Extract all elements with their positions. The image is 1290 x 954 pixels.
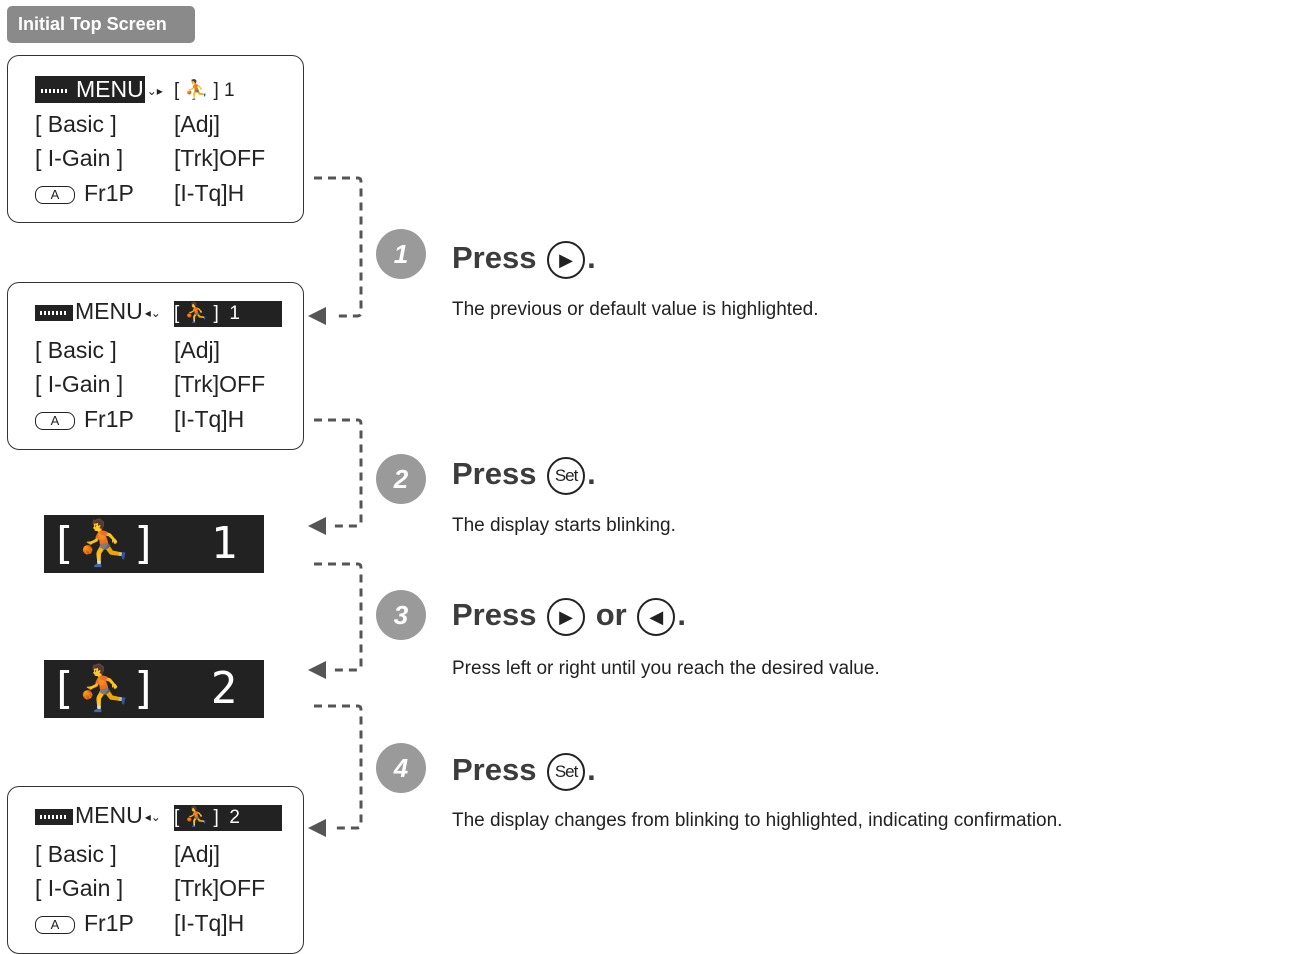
menu-row: MENU⌄▸ xyxy=(35,76,165,103)
igain-item: [ I-Gain ] xyxy=(35,371,124,397)
down-right-arrows-icon: ⌄▸ xyxy=(146,83,163,98)
menu-panel-initial: MENU⌄▸ [ ⛹ ] 1 [ Basic ] [Adj] [ I-Gain … xyxy=(7,55,304,223)
mode-a-badge: A xyxy=(35,185,75,204)
menu-panel-step1: MENU◂⌄ [ ⛹ ] 1 [ Basic ] [Adj] [ I-Gain … xyxy=(7,282,304,450)
step-2-number: 2 xyxy=(376,454,426,504)
igain-item: [ I-Gain ] xyxy=(35,145,124,171)
mode-a-badge: A xyxy=(35,411,75,430)
step-1-description: The previous or default value is highlig… xyxy=(452,299,819,320)
itq-item: [I-Tq]H xyxy=(174,180,245,206)
step-2-title: Press Set. xyxy=(452,456,596,495)
basic-item: [ Basic ] xyxy=(35,111,117,137)
trk-item: [Trk]OFF xyxy=(174,145,266,171)
step-4-title: Press Set. xyxy=(452,752,596,791)
igain-item: [ I-Gain ] xyxy=(35,875,124,901)
step-4-number: 4 xyxy=(376,743,426,793)
basic-item: [ Basic ] xyxy=(35,337,117,363)
right-button-icon: ▶ xyxy=(547,597,586,636)
lcd-display-value-2: [⛹] 2 xyxy=(44,660,264,718)
menu-label-highlighted: MENU xyxy=(35,76,145,103)
step-2-description: The display starts blinking. xyxy=(452,515,676,536)
step-1-number: 1 xyxy=(376,229,426,279)
itq-item: [I-Tq]H xyxy=(174,406,245,432)
set-button-icon: Set xyxy=(547,456,586,495)
basic-item: [ Basic ] xyxy=(35,841,117,867)
mode-a-badge: A xyxy=(35,915,75,934)
value-field-highlighted: [ ⛹ ] 1 xyxy=(174,301,282,327)
lcd-display-value-1: [⛹] 1 xyxy=(44,515,264,573)
menu-icon xyxy=(35,808,73,825)
step-3-number: 3 xyxy=(376,590,426,640)
left-down-arrows-icon: ◂⌄ xyxy=(144,305,161,320)
menu-icon xyxy=(35,304,73,321)
trk-item: [Trk]OFF xyxy=(174,371,266,397)
menu-panel-confirmed: MENU◂⌄ [ ⛹ ] 2 [ Basic ] [Adj] [ I-Gain … xyxy=(7,786,304,954)
trk-item: [Trk]OFF xyxy=(174,875,266,901)
adj-item: [Adj] xyxy=(174,337,221,363)
initial-top-screen-tag: Initial Top Screen xyxy=(7,6,195,43)
value-field: [ ⛹ ] 1 xyxy=(174,80,235,101)
menu-row: MENU◂⌄ xyxy=(35,802,163,829)
right-button-icon: ▶ xyxy=(547,240,586,279)
left-down-arrows-icon: ◂⌄ xyxy=(144,809,161,824)
left-button-icon: ◀ xyxy=(637,597,676,636)
menu-row: MENU◂⌄ xyxy=(35,298,163,325)
step-3-title: Press ▶ or ◀. xyxy=(452,597,686,636)
step-3-description: Press left or right until you reach the … xyxy=(452,658,880,679)
value-field-highlighted: [ ⛹ ] 2 xyxy=(174,805,282,831)
step-4-description: The display changes from blinking to hig… xyxy=(452,810,1063,831)
step-1-title: Press ▶. xyxy=(452,240,596,279)
adj-item: [Adj] xyxy=(174,111,221,137)
itq-item: [I-Tq]H xyxy=(174,910,245,936)
set-button-icon: Set xyxy=(547,752,586,791)
adj-item: [Adj] xyxy=(174,841,221,867)
menu-icon xyxy=(36,82,74,99)
